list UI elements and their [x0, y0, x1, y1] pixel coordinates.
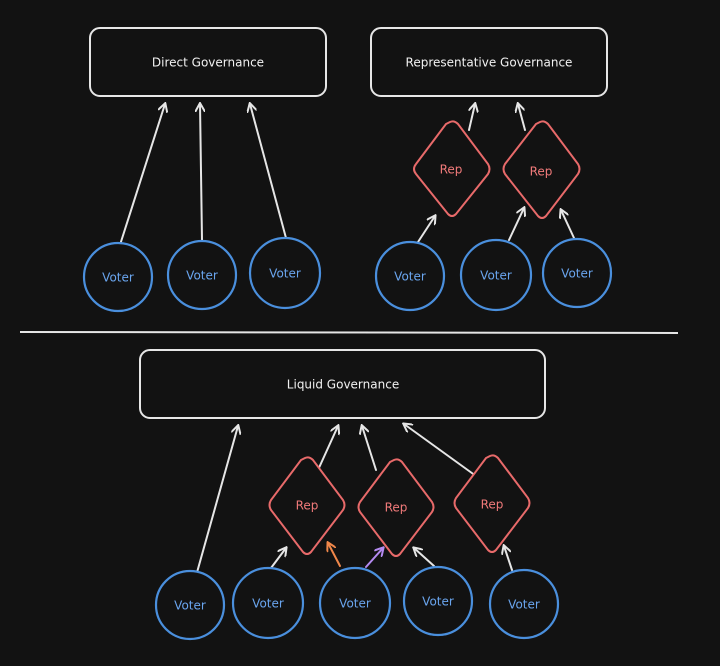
section-divider	[19, 331, 679, 334]
arrow-delegation-to-rep2	[365, 548, 383, 568]
representative-governance-box-border	[370, 27, 608, 97]
rep-node: Rep	[502, 120, 581, 219]
voter-node: Voter	[154, 569, 226, 641]
arrow-rep2-to-representative	[518, 104, 526, 131]
direct-governance-box-border	[89, 27, 327, 97]
voter-label: Voter	[561, 267, 593, 281]
liquid-governance-section: Liquid Governance Rep Rep Rep Voter	[139, 349, 560, 641]
liquid-governance-box: Liquid Governance	[139, 349, 546, 419]
rep-node: Rep	[413, 120, 491, 217]
liquid-governance-box-border	[139, 349, 546, 419]
direct-governance-section: Direct Governance Voter Voter Voter	[82, 27, 327, 313]
voter-node: Voter	[488, 568, 560, 640]
voter-node: Voter	[541, 237, 613, 309]
arrow-voter1-to-direct	[118, 104, 165, 249]
direct-governance-label: Direct Governance	[152, 56, 264, 70]
rep-node: Rep	[453, 454, 531, 553]
arrow-voter-to-rep1	[417, 216, 435, 243]
representative-governance-box: Representative Governance	[370, 27, 608, 97]
representative-governance-label: Representative Governance	[406, 56, 573, 70]
arrow-voter-to-rep2	[508, 208, 524, 241]
arrow-voter1-to-liquid	[195, 426, 238, 577]
voter-node: Voter	[459, 238, 533, 312]
voter-node: Voter	[248, 236, 322, 310]
voter-node: Voter	[166, 239, 238, 311]
arrow-voter3-to-direct	[250, 104, 287, 239]
voter-label: Voter	[252, 597, 284, 611]
arrow-rep1-to-liquid	[317, 426, 338, 471]
voter-node: Voter	[402, 565, 474, 637]
arrow-rep2-to-liquid	[362, 426, 377, 471]
voter-label: Voter	[186, 269, 218, 283]
voter-label: Voter	[102, 271, 134, 285]
rep-label: Rep	[385, 501, 408, 515]
rep-label: Rep	[481, 498, 504, 512]
voter-label: Voter	[422, 595, 454, 609]
voter-label: Voter	[269, 267, 301, 281]
arrow-voter5-to-rep3	[504, 546, 513, 571]
voter-label: Voter	[174, 599, 206, 613]
arrow-rep1-to-representative	[468, 104, 475, 131]
voter-node: Voter	[318, 566, 392, 640]
voter-label: Voter	[508, 598, 540, 612]
representative-governance-section: Representative Governance Rep Rep Voter …	[370, 27, 613, 312]
direct-governance-box: Direct Governance	[89, 27, 327, 97]
voter-label: Voter	[480, 269, 512, 283]
arrow-voter4-to-rep2	[414, 548, 435, 567]
voter-label: Voter	[394, 270, 426, 284]
rep-label: Rep	[530, 165, 553, 179]
voter-node: Voter	[82, 241, 154, 313]
arrow-voter-to-rep2	[561, 210, 575, 239]
arrow-rep3-to-liquid	[404, 424, 477, 477]
voter-label: Voter	[339, 597, 371, 611]
rep-label: Rep	[296, 499, 319, 513]
voter-node: Voter	[374, 240, 446, 312]
arrow-delegation-to-rep1	[328, 543, 341, 567]
rep-node: Rep	[268, 456, 346, 555]
rep-label: Rep	[440, 163, 463, 177]
rep-node: Rep	[357, 458, 435, 557]
voter-node: Voter	[231, 566, 305, 640]
liquid-governance-label: Liquid Governance	[287, 378, 399, 392]
arrow-voter2-to-direct	[200, 104, 202, 241]
